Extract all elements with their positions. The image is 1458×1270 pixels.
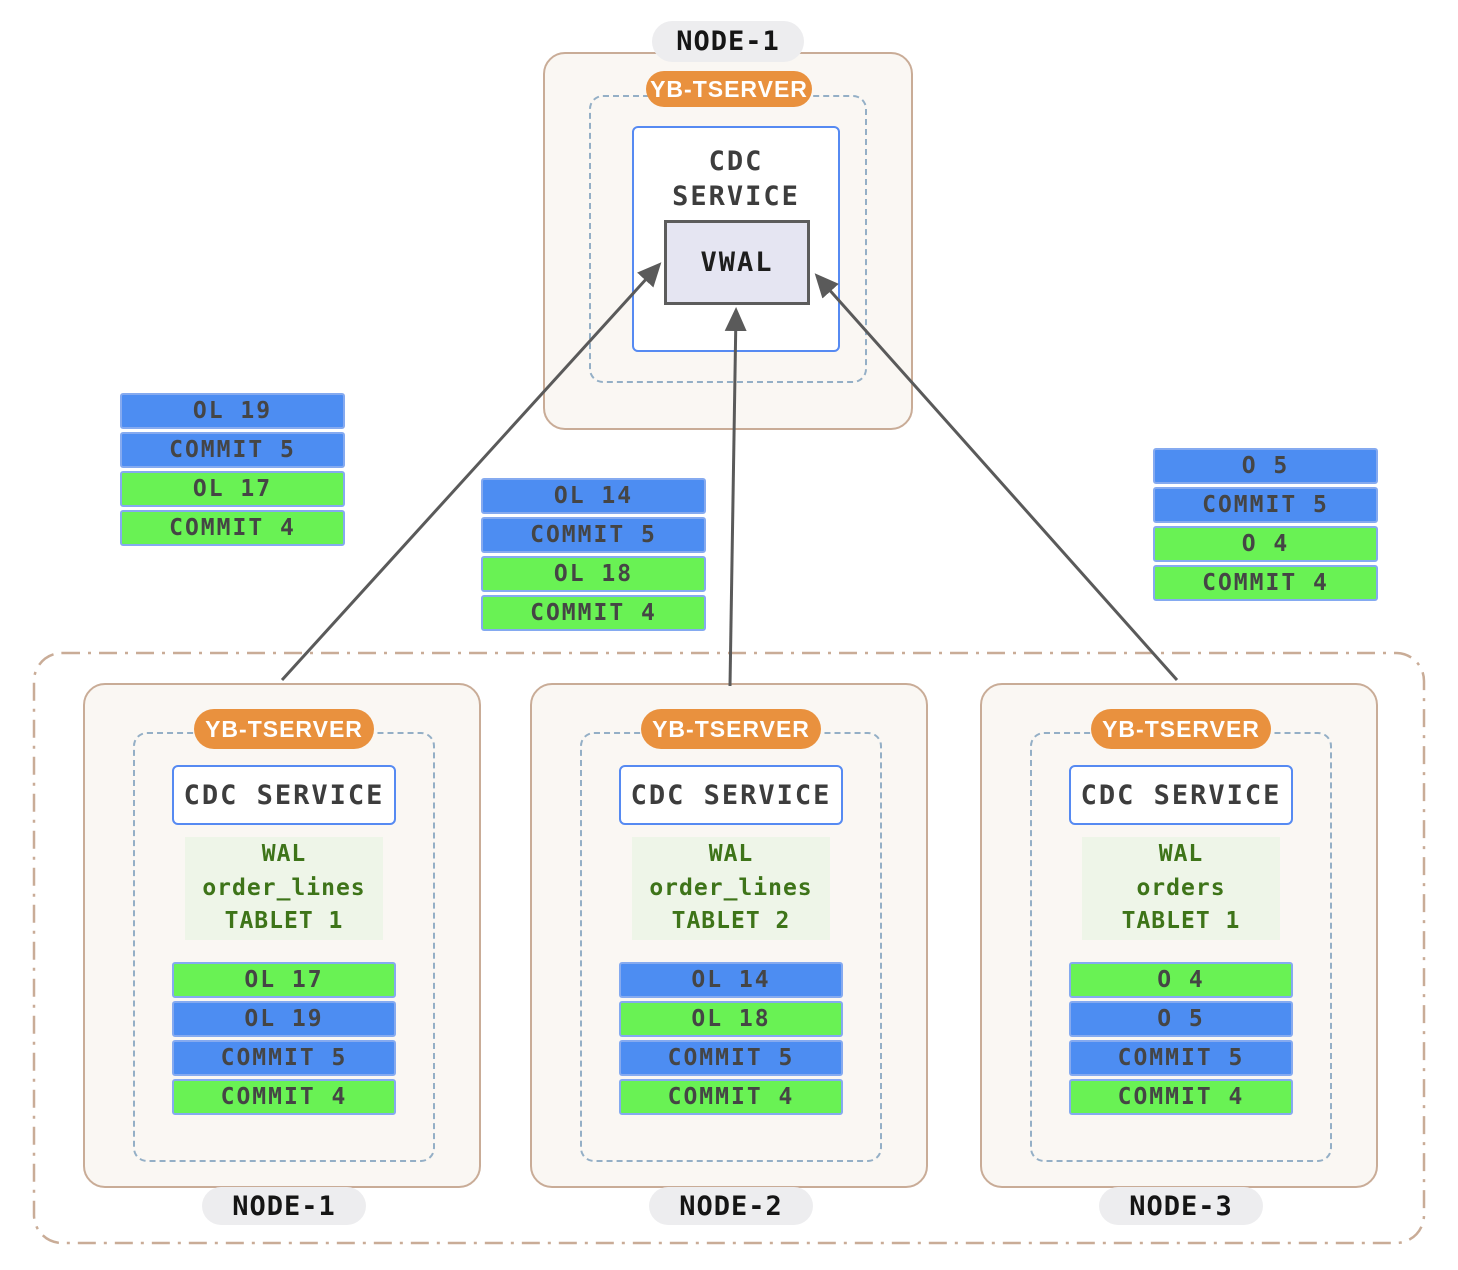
cluster-node-2-frame: YB-TSERVER CDC SERVICE WAL order_lines T… <box>530 683 928 1225</box>
tserver-badge: YB-TSERVER <box>194 709 374 749</box>
top-node-label: NODE-1 <box>652 21 804 62</box>
wal-line: TABLET 1 <box>1121 908 1241 935</box>
wal-entries-stack: OL 17 OL 19 COMMIT 5 COMMIT 4 <box>172 962 396 1115</box>
wal-entry: OL 19 <box>120 393 345 429</box>
cluster-node-1-frame: YB-TSERVER CDC SERVICE WAL order_lines T… <box>83 683 481 1225</box>
wal-entry: COMMIT 4 <box>172 1079 396 1115</box>
vwal-box: VWAL <box>664 220 810 305</box>
wal-line: WAL <box>261 841 307 868</box>
wal-line: order_lines <box>202 874 366 901</box>
wal-entry: OL 18 <box>481 556 706 592</box>
wal-entry: COMMIT 4 <box>1153 565 1378 601</box>
tserver-badge: YB-TSERVER <box>641 709 821 749</box>
wal-entry: OL 14 <box>619 962 843 998</box>
wal-tablet-box: WAL orders TABLET 1 <box>1082 837 1280 940</box>
wal-entry: COMMIT 4 <box>481 595 706 631</box>
wal-line: orders <box>1136 874 1226 901</box>
wal-entry: O 5 <box>1153 448 1378 484</box>
cdc-service-box: CDC SERVICE <box>172 765 396 825</box>
wal-entry: COMMIT 5 <box>1153 487 1378 523</box>
wal-line: TABLET 2 <box>671 908 791 935</box>
node-label: NODE-3 <box>1099 1187 1263 1225</box>
wal-tablet-box: WAL order_lines TABLET 2 <box>632 837 830 940</box>
wal-entry: COMMIT 4 <box>619 1079 843 1115</box>
wal-entry: COMMIT 4 <box>1069 1079 1293 1115</box>
wal-entries-stack: O 4 O 5 COMMIT 5 COMMIT 4 <box>1069 962 1293 1115</box>
wal-entry: COMMIT 5 <box>1069 1040 1293 1076</box>
wal-line: WAL <box>1158 841 1204 868</box>
wal-entry: COMMIT 4 <box>120 510 345 546</box>
wal-entries-stack: OL 14 OL 18 COMMIT 5 COMMIT 4 <box>619 962 843 1115</box>
wal-entries-stack-left: OL 19 COMMIT 5 OL 17 COMMIT 4 <box>120 393 345 546</box>
node-label: NODE-1 <box>202 1187 366 1225</box>
cdc-service-box: CDC SERVICE <box>1069 765 1293 825</box>
cdc-service-box: CDC SERVICE <box>619 765 843 825</box>
wal-entry: OL 14 <box>481 478 706 514</box>
wal-entries-stack-middle: OL 14 COMMIT 5 OL 18 COMMIT 4 <box>481 478 706 631</box>
wal-entry: COMMIT 5 <box>120 432 345 468</box>
wal-entry: COMMIT 5 <box>172 1040 396 1076</box>
wal-entries-stack-right: O 5 COMMIT 5 O 4 COMMIT 4 <box>1153 448 1378 601</box>
wal-entry: O 4 <box>1069 962 1293 998</box>
wal-entry: OL 17 <box>120 471 345 507</box>
wal-line: WAL <box>708 841 754 868</box>
wal-entry: OL 17 <box>172 962 396 998</box>
node-label: NODE-2 <box>649 1187 813 1225</box>
wal-entry: COMMIT 5 <box>619 1040 843 1076</box>
wal-tablet-box: WAL order_lines TABLET 1 <box>185 837 383 940</box>
wal-line: order_lines <box>649 874 813 901</box>
wal-line: TABLET 1 <box>224 908 344 935</box>
cluster-node-3-frame: YB-TSERVER CDC SERVICE WAL orders TABLET… <box>980 683 1378 1225</box>
wal-entry: O 4 <box>1153 526 1378 562</box>
wal-entry: OL 18 <box>619 1001 843 1037</box>
top-tserver-badge: YB-TSERVER <box>646 71 812 107</box>
wal-entry: O 5 <box>1069 1001 1293 1037</box>
wal-entry: COMMIT 5 <box>481 517 706 553</box>
wal-entry: OL 19 <box>172 1001 396 1037</box>
tserver-badge: YB-TSERVER <box>1091 709 1271 749</box>
